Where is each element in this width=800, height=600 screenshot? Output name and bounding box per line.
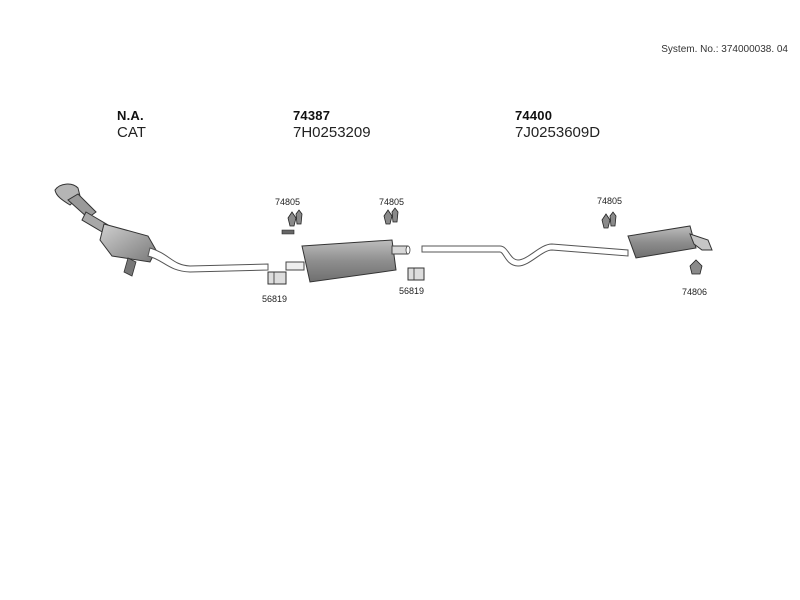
system-number: System. No.: 374000038. 04 [661,44,788,55]
oem-number: 7H0253209 [293,124,371,141]
hanger-icon [601,211,617,229]
part-description: CAT [117,124,146,141]
hanger-icon [383,207,399,225]
rear-hanger-icon [689,259,703,275]
rear-pipe [421,243,629,267]
oem-number: 7J0253609D [515,124,601,141]
hanger-label-b: 74805 [379,197,405,207]
middle-silencer [285,239,411,283]
label-catalytic-converter: N.A. CAT [117,108,146,141]
clamp-label-a: 56819 [262,294,288,304]
part-number: 74400 [515,108,553,123]
clamp-icon [267,271,287,285]
catalytic-converter-front-pipe [54,183,269,277]
label-rear-silencer: 74400 7J0253609D [515,108,600,141]
rear-silencer [627,225,713,259]
clamp-icon [407,267,425,281]
clamp-label-b: 56819 [399,286,425,296]
rear-hanger-label: 74806 [682,287,708,297]
hanger-icon [281,209,303,235]
label-middle-silencer: 74387 7H0253209 [293,108,371,141]
hanger-label-a: 74805 [275,197,301,207]
hanger-label-c: 74805 [597,196,623,206]
part-number: N.A. [117,108,144,123]
part-number: 74387 [293,108,331,123]
